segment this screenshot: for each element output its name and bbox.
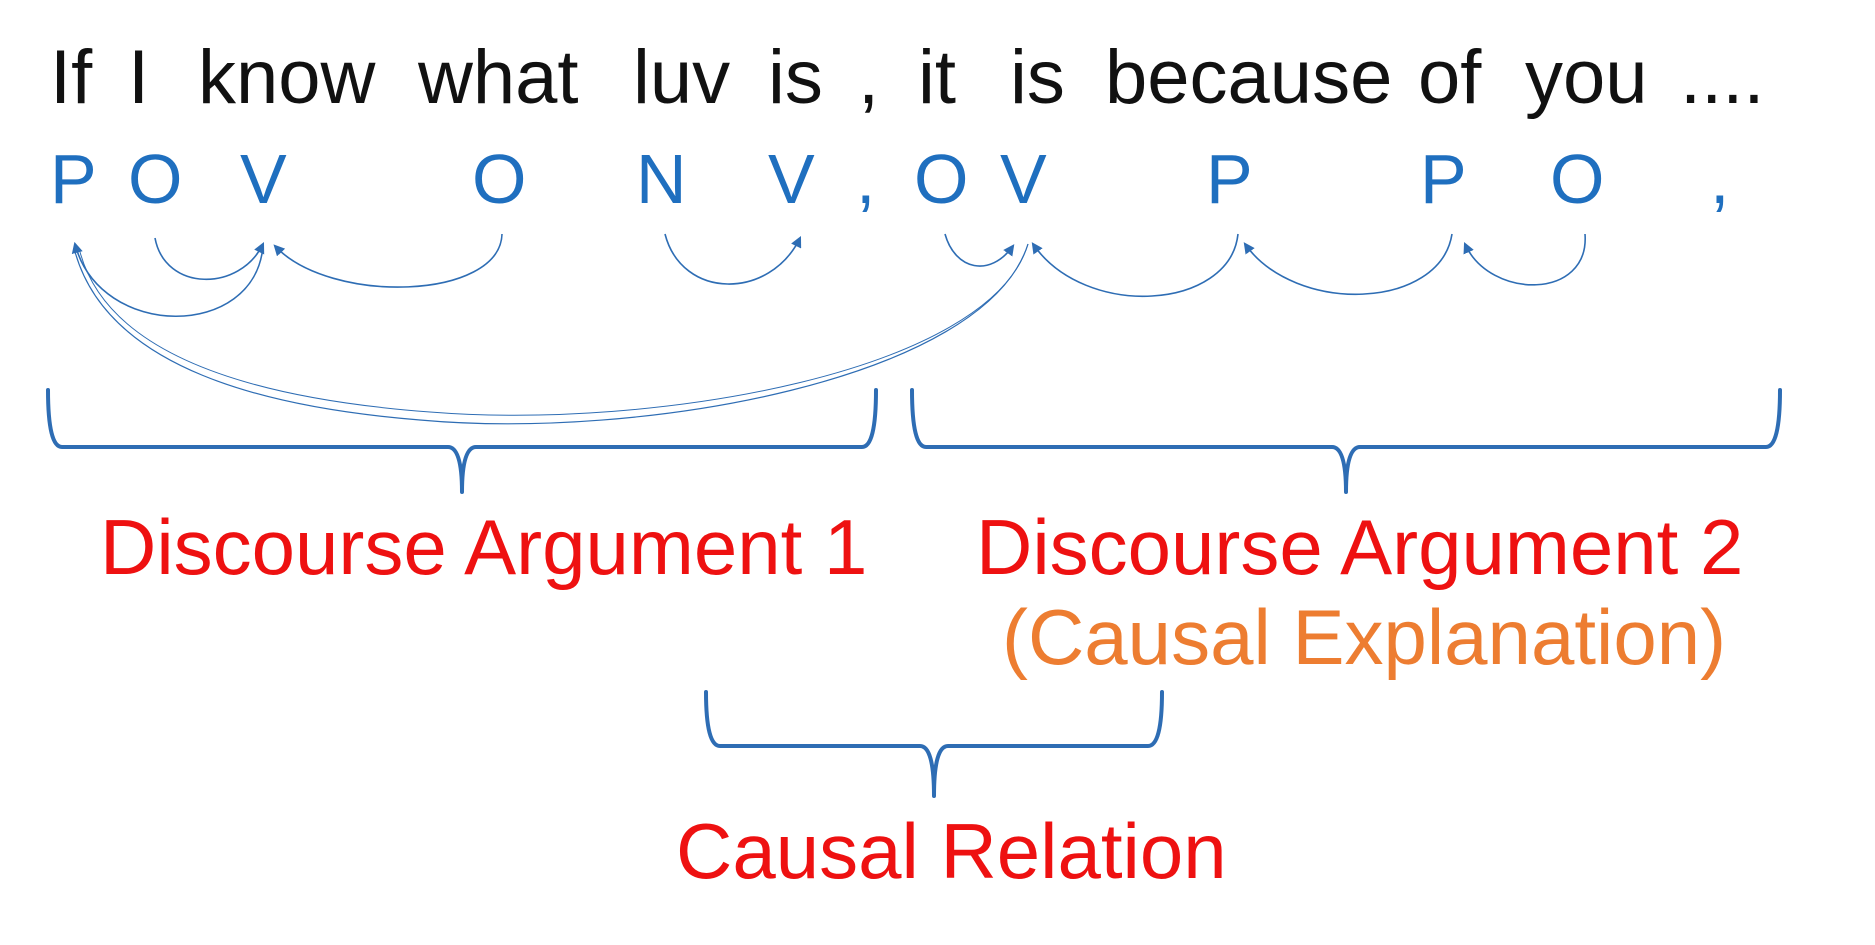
token: because xyxy=(1105,35,1392,120)
tag: V xyxy=(768,140,815,218)
tag: O xyxy=(472,140,526,218)
arc xyxy=(79,243,1029,416)
token: , xyxy=(858,35,879,120)
arc xyxy=(154,237,265,281)
tag: P xyxy=(50,140,97,218)
brace-causal-relation xyxy=(704,690,1164,798)
arc xyxy=(1463,233,1586,286)
arc xyxy=(73,243,1029,425)
tag-row: P O V O N V , O V P P O , xyxy=(50,140,1729,218)
label-argument-1: Discourse Argument 1 xyxy=(100,503,867,591)
label-causal-relation: Causal Relation xyxy=(676,807,1227,895)
labels: Discourse Argument 1 Discourse Argument … xyxy=(100,503,1743,895)
tag: , xyxy=(1710,140,1729,218)
tag: N xyxy=(636,140,687,218)
token: If xyxy=(50,35,93,120)
token: is xyxy=(1010,35,1065,120)
tag: V xyxy=(1000,140,1047,218)
token: luv xyxy=(633,35,730,120)
tag: , xyxy=(856,140,875,218)
arc xyxy=(664,233,802,285)
token: is xyxy=(768,35,823,120)
tag: P xyxy=(1206,140,1253,218)
sentence: If I know what luv is , it is because of… xyxy=(50,35,1764,120)
arc xyxy=(1031,233,1239,297)
tag: O xyxy=(914,140,968,218)
arc xyxy=(944,233,1015,267)
tag: P xyxy=(1420,140,1467,218)
brace-argument-2 xyxy=(910,388,1782,494)
argument-braces xyxy=(46,388,1782,798)
token: of xyxy=(1418,35,1482,120)
token: .... xyxy=(1680,35,1764,120)
tag: O xyxy=(1550,140,1604,218)
label-argument-2: Discourse Argument 2 xyxy=(976,503,1743,591)
dependency-arcs xyxy=(71,233,1586,425)
label-causal-explanation: (Causal Explanation) xyxy=(1002,593,1726,681)
token: it xyxy=(918,35,956,120)
token: what xyxy=(417,35,579,120)
brace-argument-1 xyxy=(46,388,878,494)
token: you xyxy=(1525,35,1648,120)
token: know xyxy=(198,35,377,120)
token: I xyxy=(128,35,149,120)
arc xyxy=(71,241,264,317)
tag: O xyxy=(128,140,182,218)
arc xyxy=(273,233,503,288)
tag: V xyxy=(240,140,287,218)
arc xyxy=(1243,233,1453,295)
